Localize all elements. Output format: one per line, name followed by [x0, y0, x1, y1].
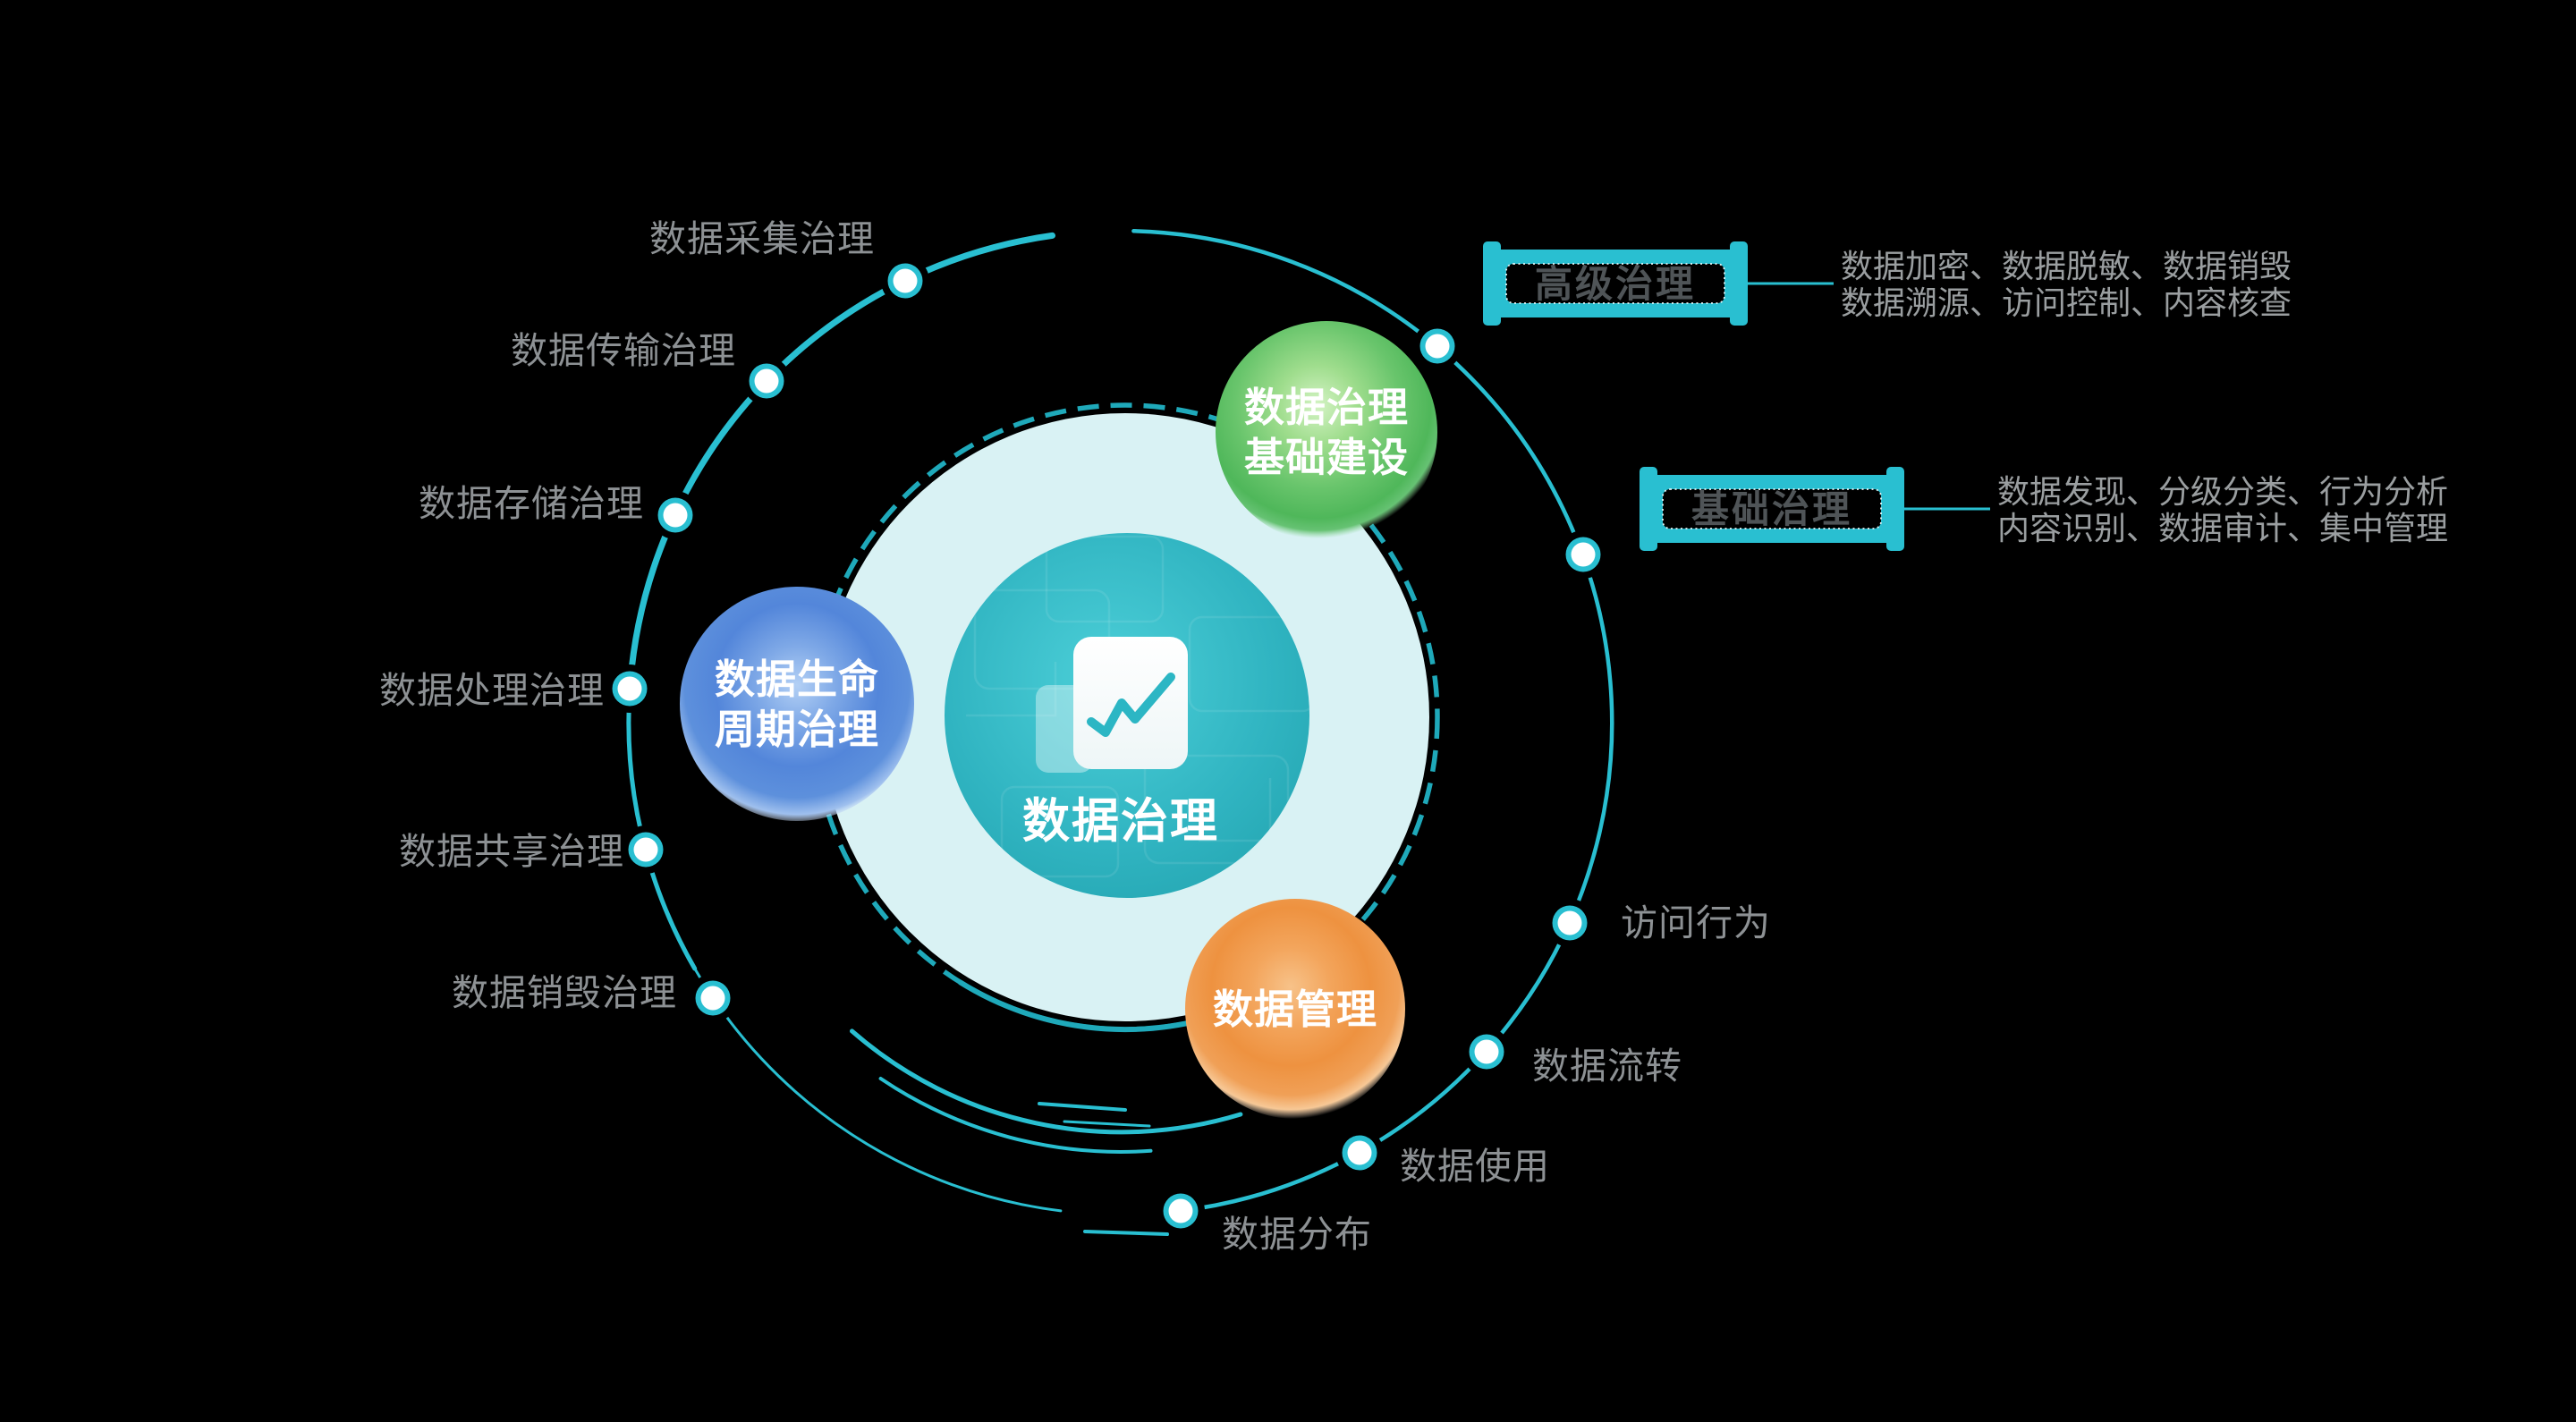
decorative-arcs: [850, 1028, 1243, 1154]
bubble-orange-line1: 数据管理: [1213, 986, 1377, 1033]
orbit-label-cunchu: 数据存储治理: [419, 482, 644, 525]
orbit-dot: [1559, 530, 1607, 579]
orbit-dot: [1546, 899, 1594, 947]
orbit-label-gongxiang: 数据共享治理: [399, 830, 624, 873]
bubble-orange: 数据管理: [1185, 899, 1405, 1119]
bubble-blue-line1: 数据生命: [715, 656, 879, 703]
core-circle: 数据治理: [945, 533, 1309, 898]
basic-desc-line2: 内容识别、数据审计、集中管理: [1997, 511, 2448, 547]
chart-line-icon: [1087, 673, 1175, 737]
orbit-label-fenbu: 数据分布: [1222, 1213, 1372, 1256]
bubble-green-line1: 数据治理: [1244, 384, 1409, 431]
basic-box-label: 基础治理: [1691, 487, 1852, 531]
advanced-desc-line2: 数据溯源、访问控制、内容核查: [1841, 285, 2292, 322]
orbit-label-chuli: 数据处理治理: [379, 669, 605, 712]
orbit-label-shiyong: 数据使用: [1400, 1145, 1550, 1188]
orbit-dot: [742, 357, 791, 405]
advanced-desc-line1: 数据加密、数据脱敏、数据销毁: [1841, 249, 2292, 285]
bubble-green: 数据治理 基础建设: [1216, 321, 1437, 543]
orbit-dot: [1335, 1129, 1384, 1177]
orbit-label-xiaohui: 数据销毁治理: [452, 971, 677, 1014]
callout-basic: 基础治理 数据发现、分级分类、行为分析 内容识别、数据审计、集中管理: [1640, 467, 2448, 551]
orbit-dot: [622, 825, 670, 874]
icon-card: [1073, 637, 1188, 769]
advanced-box-label: 高级治理: [1535, 262, 1696, 306]
orbit-label-chuanshu: 数据传输治理: [511, 329, 736, 372]
orbit-labels: 数据采集治理 数据传输治理 数据存储治理 数据处理治理 数据共享治理 数据销毁治…: [379, 217, 1771, 1256]
orbit-label-fangwen: 访问行为: [1621, 901, 1771, 944]
bubble-blue-line2: 周期治理: [715, 706, 879, 753]
orbit-label-caiji: 数据采集治理: [649, 217, 875, 260]
orbit-dots: [606, 257, 1607, 1235]
center-label: 数据治理: [1022, 794, 1219, 849]
bubble-green-line2: 基础建设: [1244, 434, 1409, 481]
bubble-blue: 数据生命 周期治理: [680, 587, 914, 821]
callout-advanced: 高级治理 数据加密、数据脱敏、数据销毁 数据溯源、访问控制、内容核查: [1483, 241, 2292, 326]
orbit-label-liuzhuan: 数据流转: [1532, 1045, 1682, 1088]
orbit-dot: [1462, 1028, 1511, 1076]
orbit-dot: [689, 974, 737, 1022]
orbit-dot: [1413, 322, 1462, 370]
orbit-dot: [881, 257, 929, 305]
basic-desc-line1: 数据发现、分级分类、行为分析: [1997, 474, 2448, 511]
orbit-dot: [606, 664, 654, 713]
orbit-dot: [1157, 1187, 1205, 1235]
orbit-dot: [651, 491, 699, 539]
